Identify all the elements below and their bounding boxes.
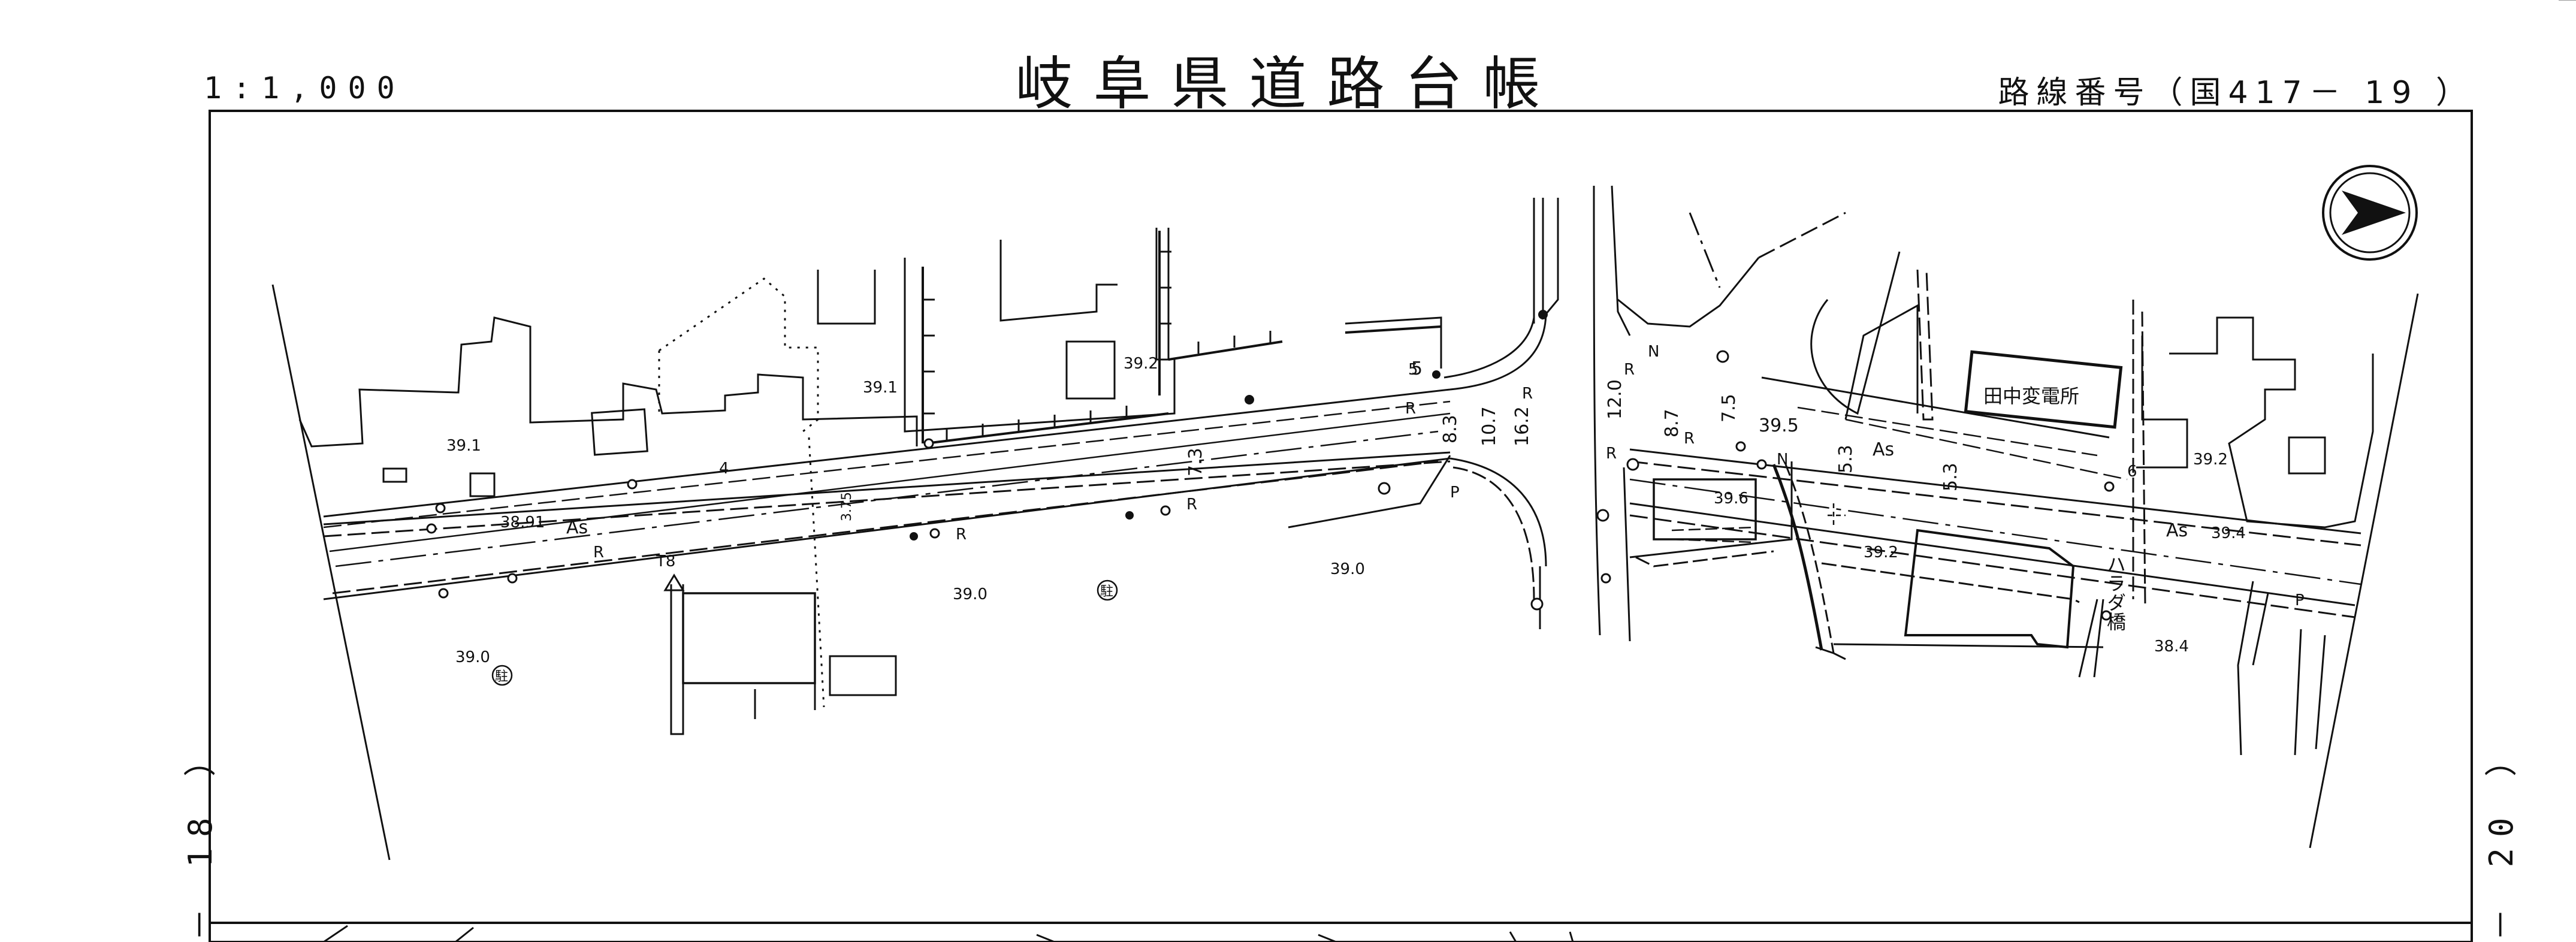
svg-text:5.3: 5.3: [1835, 445, 1856, 473]
svg-text:7.5: 7.5: [1719, 394, 1740, 422]
elevation-points: 39.1 39.1 39.2 38.91 39.0 39.0 39.0 39.5…: [446, 355, 2246, 666]
elevation-value: 39.6: [1714, 490, 1748, 508]
elevation-value: 38.4: [2154, 638, 2189, 656]
page-title: 岐阜県道路台帳: [1015, 50, 1561, 117]
svg-text:4: 4: [719, 460, 729, 478]
svg-text:R: R: [1405, 400, 1416, 418]
svg-text:16.2: 16.2: [1512, 406, 1533, 446]
map-marks: R R R R R R R R N N P P 4 5 6 T8: [593, 343, 2305, 609]
svg-text:8.3: 8.3: [1440, 415, 1461, 443]
utility-poles: [426, 350, 2115, 621]
svg-text:P: P: [2295, 591, 2305, 609]
east-junction: [1593, 185, 2104, 660]
filled-markers: [910, 310, 1548, 541]
svg-text:5: 5: [1408, 361, 1418, 379]
parking-icon: 駐: [1097, 579, 1118, 601]
svg-text:駐: 駐: [495, 669, 508, 684]
north-arrow-icon: [2322, 165, 2418, 261]
route-number: 路線番号（国417－ 19 ）: [1998, 75, 2474, 111]
svg-text:R: R: [1606, 445, 1617, 463]
road-edges-east: [1629, 376, 2361, 618]
benchmark-icon: [663, 573, 685, 591]
width-dimensions: 7.3 3.75 8.3 10.7 16.2 12.0 8.7 7.5 5.3 …: [839, 358, 1961, 521]
elevation-value: 39.2: [1864, 544, 1898, 561]
svg-text:R: R: [593, 544, 604, 561]
elevation-value: 39.2: [2193, 451, 2228, 469]
svg-text:T8: T8: [656, 552, 675, 570]
wall-hatch: [923, 250, 1272, 440]
svg-text:8.7: 8.7: [1662, 409, 1683, 437]
road-edges-west: [323, 388, 1451, 600]
elevation-value: 38.91: [500, 514, 545, 532]
elevation-value: 39.2: [1124, 355, 1158, 373]
svg-text:駐: 駐: [1100, 584, 1113, 599]
svg-text:10.7: 10.7: [1479, 406, 1500, 446]
east-buildings: [1653, 300, 2374, 756]
pavement-label: As: [1873, 439, 1894, 460]
road-curve-junction: [1443, 311, 1547, 629]
elevation-value: 39.0: [953, 585, 987, 603]
svg-text:N: N: [1648, 343, 1659, 361]
elevation-value: 39.0: [455, 648, 490, 666]
elevation-value: 39.4: [2211, 524, 2246, 542]
elevation-value: 39.0: [1330, 560, 1365, 578]
svg-text:R: R: [1522, 385, 1533, 403]
sheet-bottom-fragments: [323, 925, 1574, 942]
svg-text:12.0: 12.0: [1605, 379, 1626, 419]
svg-text:N: N: [1777, 451, 1788, 469]
svg-text:R: R: [1624, 361, 1635, 379]
svg-text:6: 6: [2127, 463, 2137, 481]
elevation-value: 39.1: [446, 437, 481, 455]
svg-text:3.75: 3.75: [839, 492, 854, 521]
svg-text:R: R: [956, 526, 967, 544]
dotted-lot-line: [658, 277, 825, 708]
elevation-value: 39.5: [1759, 415, 1799, 436]
map-frame: [209, 110, 2473, 942]
svg-text:R: R: [1684, 430, 1695, 448]
parcel-boundaries: [271, 198, 2419, 861]
parking-icon: 駐: [491, 665, 513, 686]
elevation-value: 39.1: [863, 379, 898, 397]
svg-text:P: P: [1450, 484, 1460, 502]
svg-text:R: R: [1186, 496, 1197, 514]
svg-text:7.3: 7.3: [1185, 448, 1206, 476]
pavement-label: As: [2166, 520, 2188, 541]
pavement-label: As: [566, 517, 588, 538]
svg-text:5.3: 5.3: [1940, 463, 1961, 491]
substation-label: 田中変電所: [1983, 385, 2079, 407]
scale-label: 1:1,000: [204, 71, 406, 105]
svg-text:5: 5: [1411, 358, 1423, 379]
